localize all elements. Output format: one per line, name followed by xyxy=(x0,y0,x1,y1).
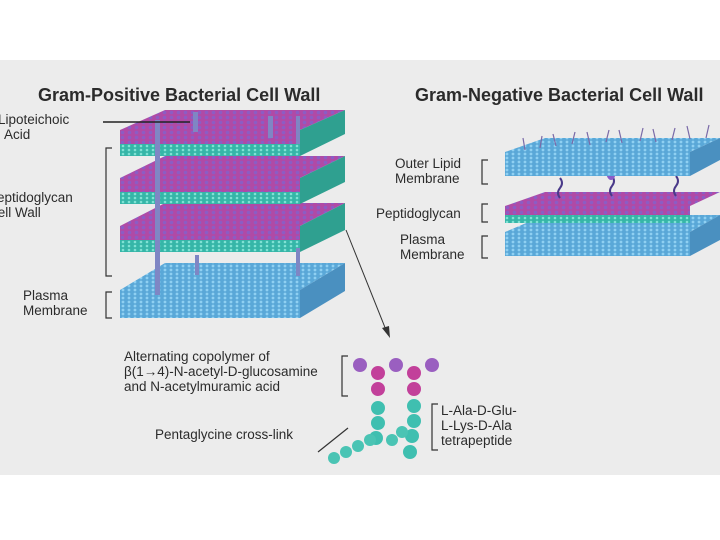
gram-positive-title: Gram-Positive Bacterial Cell Wall xyxy=(38,85,321,105)
gp-peptidoglycan-layer-3 xyxy=(120,203,345,252)
gn-pg-bracket xyxy=(481,203,488,223)
label-peptidoglycan-cell-wall: Peptidoglycan Cell Wall xyxy=(0,190,73,220)
label-gn-peptidoglycan: Peptidoglycan xyxy=(376,206,461,221)
tetrapeptide-bracket xyxy=(431,403,438,451)
gram-negative-title: Gram-Negative Bacterial Cell Wall xyxy=(415,85,704,105)
gp-peptidoglycan-layer-2 xyxy=(120,156,345,204)
copolymer-bracket xyxy=(341,355,348,397)
gp-peptidoglycan-layer-1 xyxy=(120,110,345,156)
gn-peptidoglycan xyxy=(505,192,720,223)
gn-plasma-bracket xyxy=(481,235,488,259)
pentaglycine-crosslink xyxy=(328,426,408,464)
label-pentaglycine: Pentaglycine cross-link xyxy=(155,427,294,442)
label-gn-plasma-membrane: Plasma Membrane xyxy=(400,232,465,262)
tetrapeptide-chains xyxy=(369,399,421,459)
lipoteichoic-acid-rods xyxy=(155,112,300,295)
label-copolymer: Alternating copolymer of β(1→4)-N-acetyl… xyxy=(124,349,318,394)
crosslink-pointer xyxy=(317,427,349,453)
label-gp-plasma-membrane: Plasma Membrane xyxy=(23,288,88,318)
outer-bracket xyxy=(481,159,488,185)
label-lipoteichoic-acid: Lipoteichoic Acid xyxy=(0,112,70,142)
label-outer-lipid-membrane: Outer Lipid Membrane xyxy=(395,156,462,186)
gp-plasma-membrane xyxy=(120,263,345,318)
cell-wall-diagram xyxy=(103,110,720,464)
sugar-backbone xyxy=(353,358,439,396)
gram-negative-stack xyxy=(481,124,720,259)
gn-outer-membrane xyxy=(505,124,720,176)
label-tetrapeptide: L-Ala-D-Glu- L-Lys-D-Ala tetrapeptide xyxy=(441,403,517,448)
detail-arrow xyxy=(345,229,387,331)
gram-positive-stack xyxy=(103,110,390,338)
plasma-bracket xyxy=(105,291,112,319)
figure-panel: Gram-Positive Bacterial Cell Wall Gram-N… xyxy=(0,60,720,475)
peptidoglycan-detail xyxy=(317,355,439,464)
peptidoglycan-bracket xyxy=(105,147,112,277)
